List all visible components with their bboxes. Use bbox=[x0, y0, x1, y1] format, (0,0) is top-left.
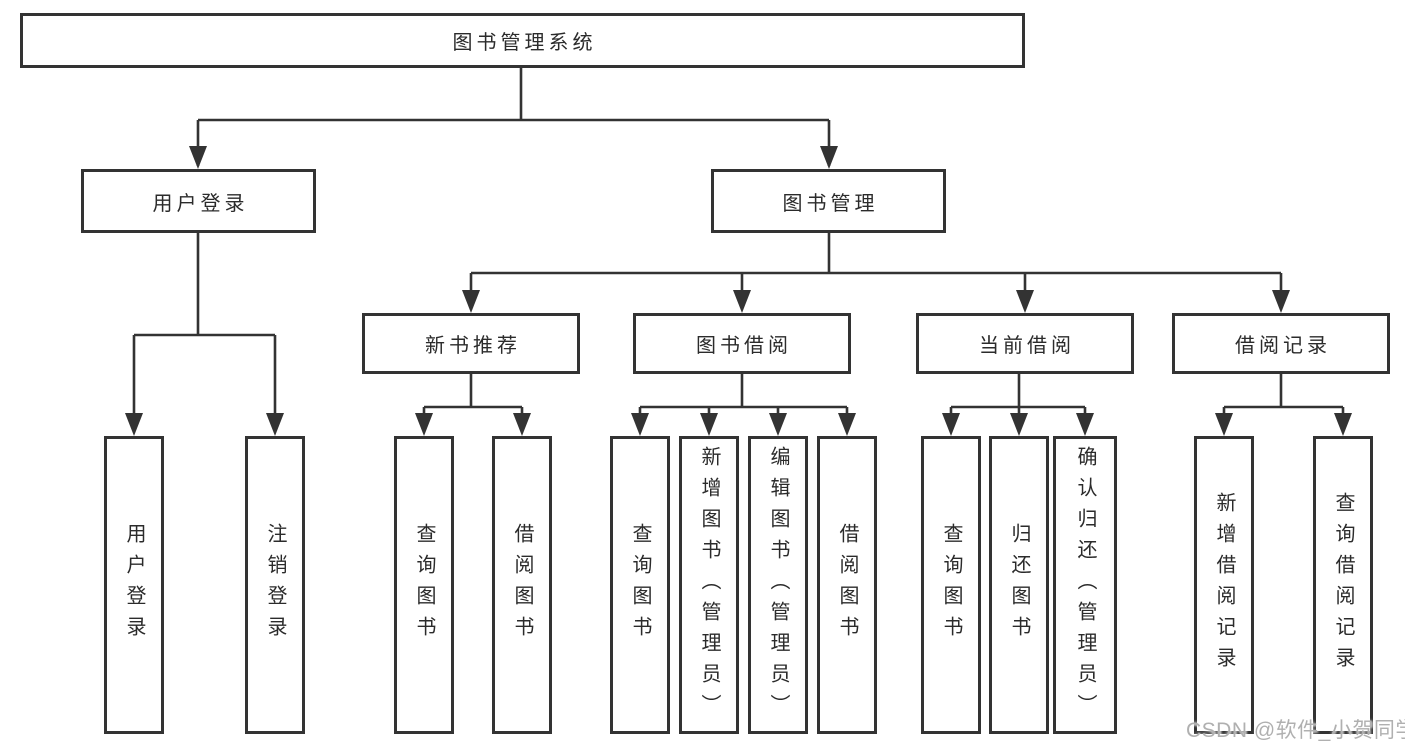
tree-edge-lines bbox=[132, 68, 1345, 432]
node-new-book-recommend: 新书推荐 bbox=[362, 313, 580, 374]
leaf-edit-book-admin: 编辑图书（管理员） bbox=[748, 436, 808, 734]
leaf-borrow-books-recommend: 借阅图书 bbox=[492, 436, 552, 734]
node-borrowing-records: 借阅记录 bbox=[1172, 313, 1390, 374]
leaf-add-borrow-record: 新增借阅记录 bbox=[1194, 436, 1254, 734]
node-book-borrowing: 图书借阅 bbox=[633, 313, 851, 374]
leaf-return-book: 归还图书 bbox=[989, 436, 1049, 734]
leaf-add-book-admin: 新增图书（管理员） bbox=[679, 436, 739, 734]
leaf-query-books-borrowing: 查询图书 bbox=[610, 436, 670, 734]
arrowhead-icons bbox=[125, 146, 1352, 436]
leaf-confirm-return-admin: 确认归还（管理员） bbox=[1053, 436, 1117, 734]
watermark: CSDN @软件_小贺同学 bbox=[1186, 719, 1405, 742]
leaf-user-login: 用户登录 bbox=[104, 436, 164, 734]
node-root: 图书管理系统 bbox=[20, 13, 1025, 68]
node-user-login: 用户登录 bbox=[81, 169, 316, 233]
leaf-borrow-books-borrowing: 借阅图书 bbox=[817, 436, 877, 734]
leaf-query-books-recommend: 查询图书 bbox=[394, 436, 454, 734]
node-current-borrowing: 当前借阅 bbox=[916, 313, 1134, 374]
node-book-management: 图书管理 bbox=[711, 169, 946, 233]
leaf-query-books-current: 查询图书 bbox=[921, 436, 981, 734]
leaf-query-borrow-record: 查询借阅记录 bbox=[1313, 436, 1373, 734]
leaf-logout: 注销登录 bbox=[245, 436, 305, 734]
